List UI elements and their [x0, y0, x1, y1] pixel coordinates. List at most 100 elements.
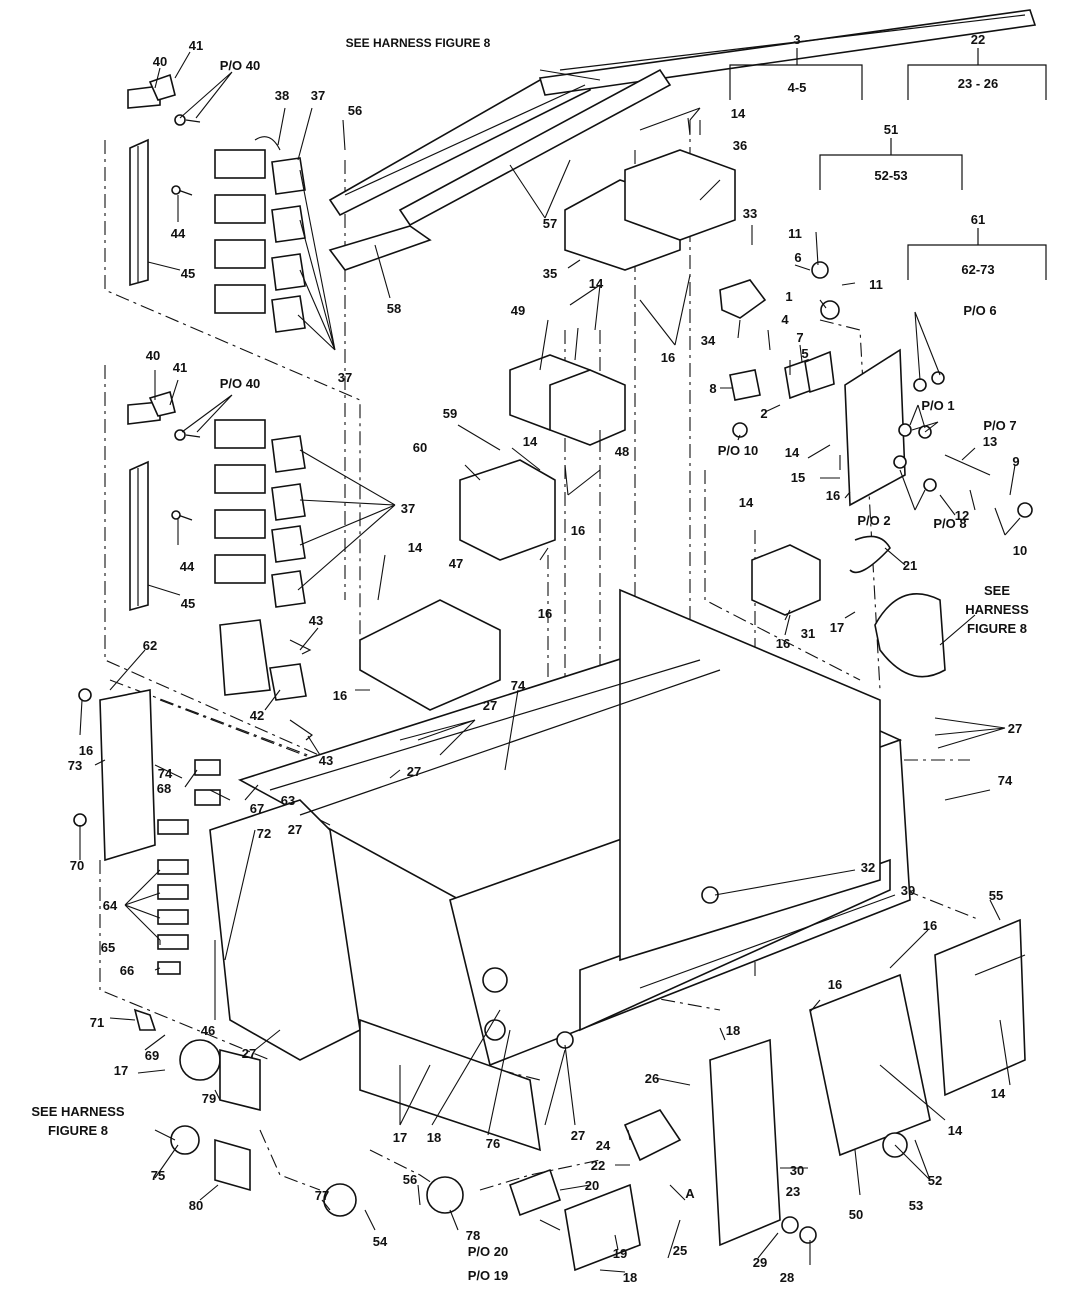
callout-c53: 53 [909, 1198, 923, 1213]
callout-cpo10: P/O 10 [718, 443, 758, 458]
callout-c2: 2 [760, 406, 767, 421]
callout-c37a: 37 [311, 88, 325, 103]
callout-c78: 78 [466, 1228, 480, 1243]
callout-cpo2: P/O 2 [857, 513, 890, 528]
callout-c68: 68 [157, 781, 171, 796]
callout-c66: 66 [120, 963, 134, 978]
callout-c16f: 16 [826, 488, 840, 503]
callout-c62: 62 [143, 638, 157, 653]
bracket-top-0: 3 [793, 32, 800, 47]
bracket-range-3: 62-73 [961, 262, 994, 277]
callout-c77: 77 [315, 1188, 329, 1203]
callout-c40pa: P/O 40 [220, 58, 260, 73]
terminal-strips [328, 9, 1037, 271]
callout-cpo6: P/O 6 [963, 303, 996, 318]
callout-c55: 55 [989, 888, 1003, 903]
callout-c40pb: P/O 40 [220, 376, 260, 391]
callout-c27e: 27 [1008, 721, 1022, 736]
callout-c27b: 27 [242, 1046, 256, 1061]
callout-c71: 71 [90, 1015, 104, 1030]
callout-c43a: 43 [309, 613, 323, 628]
callout-cpo1: P/O 1 [921, 398, 954, 413]
bracket-range-0: 4-5 [788, 80, 807, 95]
callout-c27c: 27 [483, 698, 497, 713]
callout-c44b: 44 [180, 559, 195, 574]
bracket-top-2: 51 [884, 122, 898, 137]
harness-note-right-2: FIGURE 8 [967, 621, 1027, 636]
callout-c54: 54 [373, 1234, 388, 1249]
callout-c76: 76 [486, 1136, 500, 1151]
callout-c8: 8 [709, 381, 716, 396]
callout-c14c: 14 [589, 276, 604, 291]
callout-c28: 28 [780, 1270, 794, 1285]
callout-cpo19: P/O 19 [468, 1268, 508, 1283]
callout-c14d: 14 [731, 106, 746, 121]
callout-c16b: 16 [333, 688, 347, 703]
control-panel-right [729, 261, 1033, 678]
callout-c41b: 41 [173, 360, 187, 375]
harness-note-left-1: FIGURE 8 [48, 1123, 108, 1138]
callout-c16d: 16 [538, 606, 552, 621]
callout-c27a: 27 [288, 822, 302, 837]
callout-c80: 80 [189, 1198, 203, 1213]
callout-c44a: 44 [171, 226, 186, 241]
callout-c13: 13 [983, 434, 997, 449]
callout-c14b: 14 [523, 434, 538, 449]
chassis [209, 588, 911, 1152]
callout-c32: 32 [861, 860, 875, 875]
callout-c1: 1 [785, 289, 792, 304]
callout-c26: 26 [645, 1071, 659, 1086]
callout-c57: 57 [543, 216, 557, 231]
callout-c30: 30 [790, 1163, 804, 1178]
callout-c24: 24 [596, 1138, 611, 1153]
callout-c18b: 18 [726, 1023, 740, 1038]
callout-c14a: 14 [408, 540, 423, 555]
callout-c27d: 27 [407, 764, 421, 779]
callout-c16g: 16 [776, 636, 790, 651]
callout-c41a: 41 [189, 38, 203, 53]
callout-cpo20: P/O 20 [468, 1244, 508, 1259]
callout-c50: 50 [849, 1207, 863, 1222]
callout-c31: 31 [801, 626, 815, 641]
callout-c10: 10 [1013, 543, 1027, 558]
callout-cpo7: P/O 7 [983, 418, 1016, 433]
callout-c40a: 40 [153, 54, 167, 69]
callout-c65: 65 [101, 940, 115, 955]
callout-c40b: 40 [146, 348, 160, 363]
callout-c39: 39 [901, 883, 915, 898]
callout-c23: 23 [786, 1184, 800, 1199]
callout-c16h: 16 [923, 918, 937, 933]
callout-c35: 35 [543, 266, 557, 281]
callout-c67: 67 [250, 801, 264, 816]
callout-c14h: 14 [948, 1123, 963, 1138]
callout-c43b: 43 [319, 753, 333, 768]
callout-c15: 15 [791, 470, 805, 485]
callout-c16a: 16 [79, 743, 93, 758]
harness-note-right-1: HARNESS [965, 602, 1029, 617]
bracket-range-2: 52-53 [874, 168, 907, 183]
callout-c11a: 11 [788, 226, 802, 241]
callout-c25: 25 [673, 1243, 687, 1258]
callout-c70: 70 [70, 858, 84, 873]
callout-c56a: 56 [348, 103, 362, 118]
callout-c29: 29 [753, 1255, 767, 1270]
callout-c74c: 74 [998, 773, 1013, 788]
callout-c56b: 56 [403, 1172, 417, 1187]
callout-c16i: 16 [828, 977, 842, 992]
callout-c14f: 14 [739, 495, 754, 510]
callout-c47: 47 [449, 556, 463, 571]
callout-c14g: 14 [991, 1086, 1006, 1101]
callout-c17c: 17 [830, 620, 844, 635]
callout-c42: 42 [250, 708, 264, 723]
callout-c59: 59 [443, 406, 457, 421]
bracket-top-3: 61 [971, 212, 985, 227]
callout-c75: 75 [151, 1168, 165, 1183]
callout-c79: 79 [202, 1091, 216, 1106]
callout-c38: 38 [275, 88, 289, 103]
harness-note-top: SEE HARNESS FIGURE 8 [346, 36, 491, 50]
range-brackets [729, 48, 1047, 280]
callout-c58: 58 [387, 301, 401, 316]
callout-c5: 5 [801, 346, 808, 361]
callout-c21: 21 [903, 558, 917, 573]
